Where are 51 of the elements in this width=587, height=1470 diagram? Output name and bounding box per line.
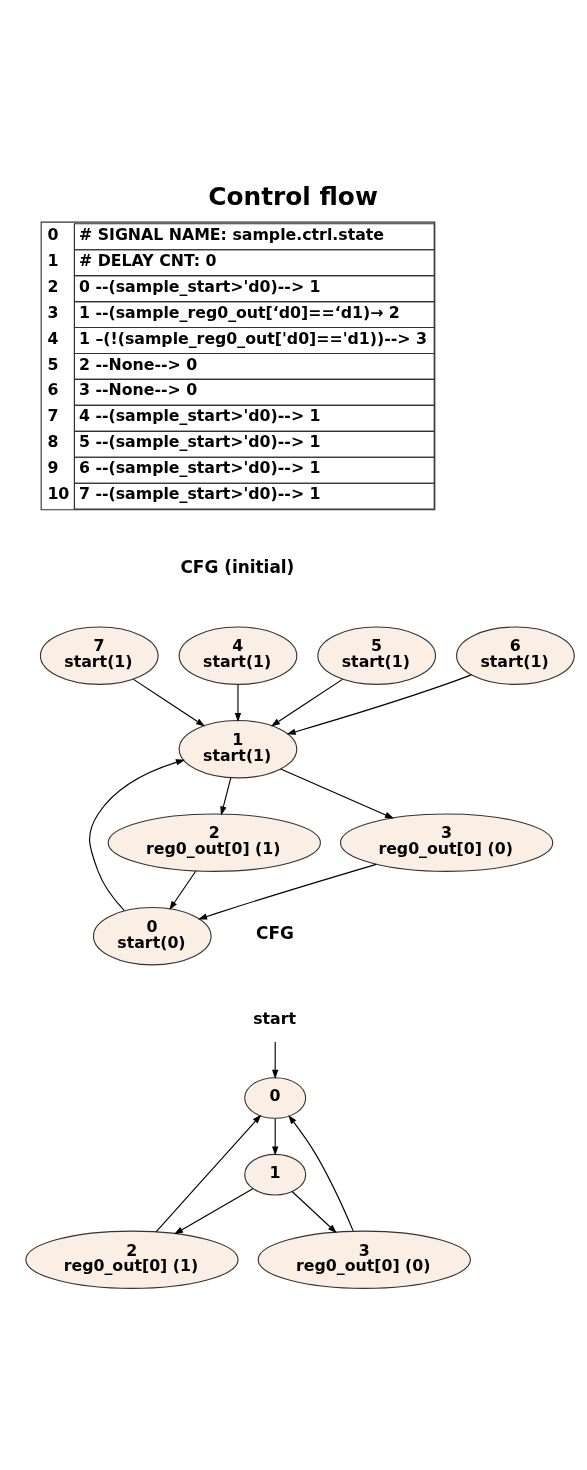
arrow	[270, 678, 343, 727]
node-ellipse: 7 start(1)	[39, 626, 159, 685]
arrow	[286, 674, 472, 735]
node-ellipse: 0 start(0)	[92, 907, 212, 966]
node-ellipse: 2 reg0_out[0] (1)	[25, 1230, 239, 1289]
label: # SIGNAL NAME: sample.ctrl.state	[78, 224, 385, 244]
label: 7	[47, 406, 59, 426]
arrow	[272, 1118, 279, 1156]
node-ellipse: 6 start(1)	[456, 626, 575, 685]
label: # DELAY CNT: 0	[78, 250, 217, 270]
label: 8	[47, 432, 59, 452]
label: CFG	[256, 923, 294, 944]
label: 1	[47, 250, 59, 270]
label: 0 --(sample_start>'d0)--> 1	[78, 276, 321, 296]
arrow	[169, 870, 197, 911]
arrow	[89, 759, 185, 912]
arrow	[291, 1191, 337, 1234]
label: 3	[47, 302, 59, 322]
node-ellipse: 3 reg0_out[0] (0)	[257, 1230, 471, 1289]
arrow	[220, 777, 232, 816]
node-text: start	[253, 1009, 297, 1029]
label: 10	[47, 484, 70, 504]
label: CFG (initial)	[180, 557, 295, 578]
arrow	[280, 768, 394, 819]
label: 1 –(!(sample_reg0_out['d0]=='d1))--> 3	[78, 328, 427, 348]
label: 7 --(sample_start>'d0)--> 1	[78, 484, 321, 504]
label: 6	[47, 380, 59, 400]
label: 4	[47, 328, 59, 348]
diagram-title: Control flow	[208, 181, 378, 211]
arrow	[174, 1188, 254, 1235]
label: 5 --(sample_start>'d0)--> 1	[78, 432, 321, 452]
arrow	[272, 1041, 279, 1079]
node-ellipse: 1	[244, 1153, 307, 1196]
label: 0	[47, 224, 59, 244]
arrow	[198, 863, 377, 920]
node-ellipse: 2 reg0_out[0] (1)	[107, 813, 321, 872]
arrow	[234, 684, 242, 723]
label: 9	[47, 458, 59, 478]
node-ellipse: 0	[244, 1077, 307, 1119]
label: 3 --None--> 0	[78, 380, 198, 400]
label: 4 --(sample_start>'d0)--> 1	[78, 406, 321, 426]
node-ellipse: 5 start(1)	[317, 626, 437, 685]
arrow	[288, 1115, 354, 1232]
label: 2 --None--> 0	[78, 354, 198, 374]
label: 2	[47, 276, 59, 296]
label: 5	[47, 354, 59, 374]
label: 6 --(sample_start>'d0)--> 1	[78, 458, 321, 478]
arrow	[133, 678, 206, 727]
node-ellipse: 4 start(1)	[178, 626, 298, 685]
label: 1 --(sample_reg0_out[‘d0]==‘d1)→ 2	[78, 302, 400, 322]
arrow	[155, 1114, 262, 1233]
